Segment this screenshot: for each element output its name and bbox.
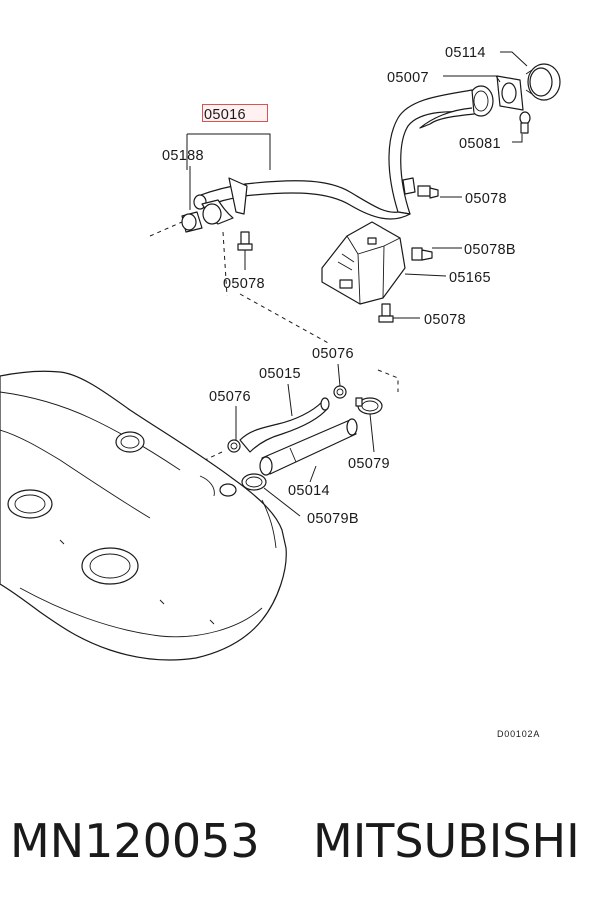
label-05078-bottom: 05078 [424,312,466,328]
dashed-guide-right [377,369,399,392]
label-05016: 05016 [204,107,246,123]
highlight-box-05016 [202,104,268,122]
label-05081: 05081 [459,136,501,152]
bolt-05078B [411,247,433,261]
hose-end [181,211,203,233]
dashed-guide-v [222,231,228,297]
label-05014: 05014 [288,483,330,499]
brand-name: MITSUBISHI [313,814,580,868]
dashed-guide-mid [239,293,331,345]
bolt-05078-left [237,231,253,251]
label-05076-upper: 05076 [312,346,354,362]
clamp-05079 [355,397,383,415]
dashed-guide-left [149,221,183,237]
label-05165: 05165 [449,270,491,286]
leader-lines [186,51,528,517]
label-05076-lower: 05076 [209,389,251,405]
hose-05014 [259,418,358,476]
bolt-05081 [519,111,531,134]
label-05079: 05079 [348,456,390,472]
fuel-tank [0,370,287,661]
label-05015: 05015 [259,366,301,382]
fuel-cap [525,63,561,101]
gasket [496,75,524,111]
breather-hose [239,397,330,453]
label-05114: 05114 [445,45,486,61]
clamp-05076-lower [227,439,241,453]
dashed-guide-tank [204,451,223,461]
label-05007: 05007 [387,70,429,86]
clamp-05076-upper [333,385,347,399]
label-05078-left: 05078 [223,276,265,292]
bracket-05165 [321,221,406,305]
part-number: MN120053 [10,814,260,868]
bolt-05078-bottom [378,303,394,323]
label-05078-right: 05078 [465,191,507,207]
bolt-05078-right [417,185,439,199]
label-05079B: 05079B [307,511,359,527]
filler-neck-pipe [193,85,494,225]
label-05078B: 05078B [464,242,516,258]
diagram-code: D00102A [497,729,540,739]
clamp-05079B [241,473,267,491]
footer: MN120053 MITSUBISHI [0,800,600,880]
label-05188: 05188 [162,148,204,164]
